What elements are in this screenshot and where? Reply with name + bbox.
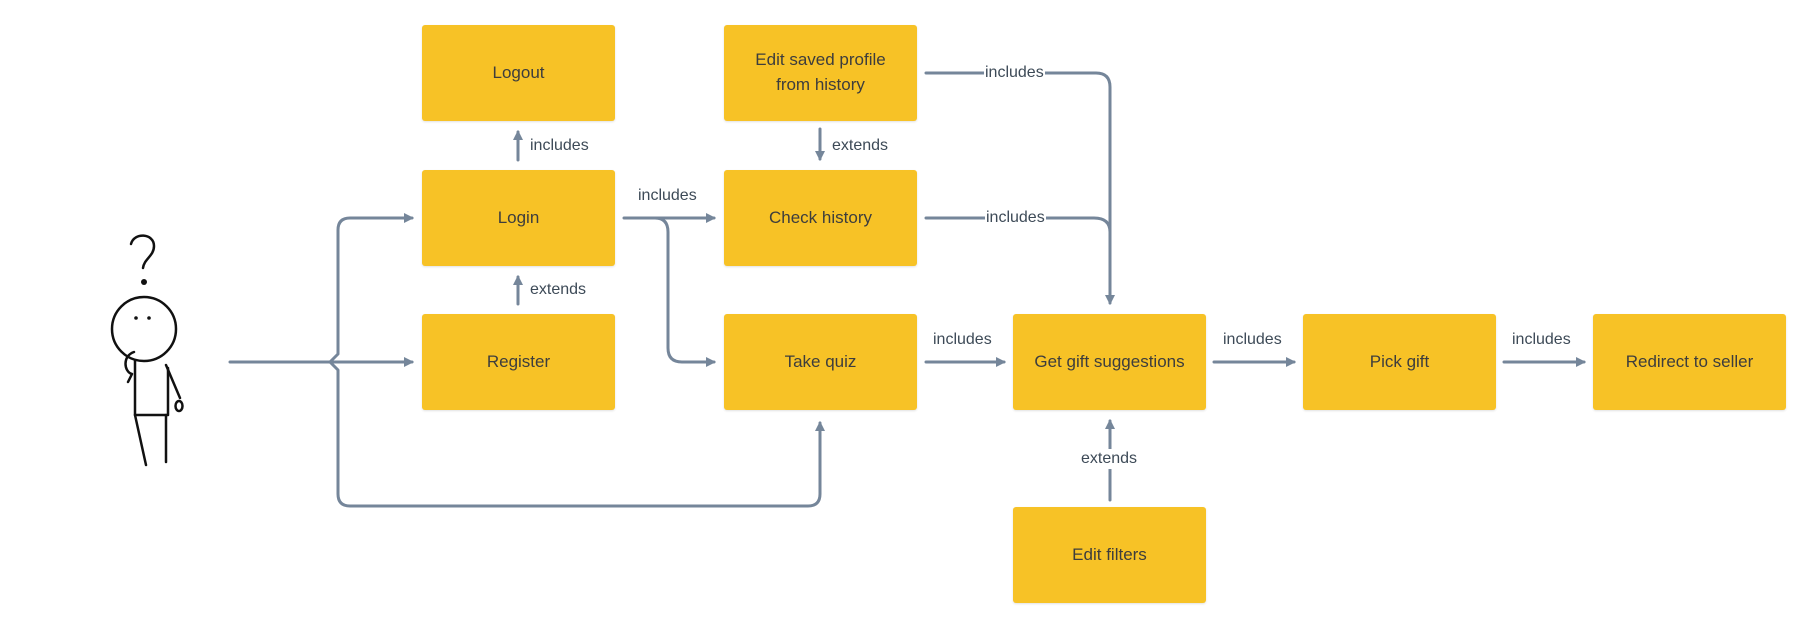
label-pick-gift-includes-redirect: includes	[1511, 330, 1572, 350]
use-case-edit-filters[interactable]: Edit filters	[1013, 507, 1206, 603]
label-edit-filters-extends-suggestions: extends	[1080, 449, 1139, 469]
use-case-take-quiz[interactable]: Take quiz	[724, 314, 917, 410]
label-suggestions-includes-pick-gift: includes	[1222, 330, 1283, 350]
use-case-check-history[interactable]: Check history	[724, 170, 917, 266]
label-register-extends-login: extends	[529, 280, 588, 300]
actor-figure	[110, 234, 184, 467]
connector-login-to-take-quiz	[653, 216, 716, 367]
label-login-includes-logout: includes	[529, 136, 590, 156]
actor-head	[110, 295, 178, 363]
connector-actor-to-take-quiz	[328, 360, 825, 508]
label-take-quiz-includes-suggestions: includes	[932, 330, 993, 350]
use-case-redirect-to-seller[interactable]: Redirect to seller	[1593, 314, 1786, 410]
connector-edit-saved-to-suggestions	[924, 71, 1115, 305]
label-check-history-includes-suggestions: includes	[985, 208, 1046, 228]
use-case-get-gift-suggestions[interactable]: Get gift suggestions	[1013, 314, 1206, 410]
label-edit-saved-includes-suggestions: includes	[984, 63, 1045, 83]
question-mark-icon	[129, 234, 156, 270]
use-case-register[interactable]: Register	[422, 314, 615, 410]
label-login-includes-check-history: includes	[637, 186, 698, 206]
use-case-login[interactable]: Login	[422, 170, 615, 266]
use-case-logout[interactable]: Logout	[422, 25, 615, 121]
connector-actor-to-login	[328, 213, 414, 364]
use-case-pick-gift[interactable]: Pick gift	[1303, 314, 1496, 410]
use-case-edit-saved-profile[interactable]: Edit saved profile from history	[724, 25, 917, 121]
connector-check-history-to-suggestions	[924, 216, 1112, 234]
label-edit-saved-extends-check-history: extends	[831, 136, 890, 156]
